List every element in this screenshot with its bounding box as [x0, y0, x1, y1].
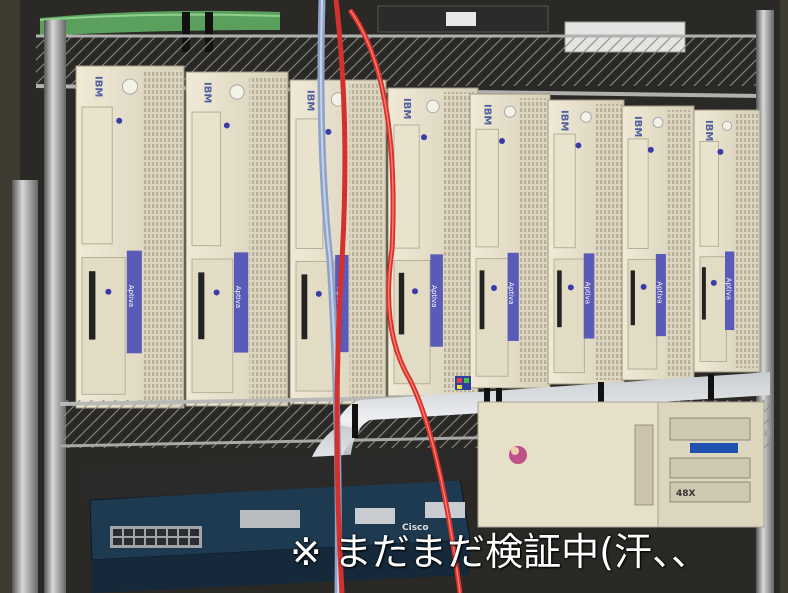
rack-pole-left-front	[12, 180, 38, 593]
ibm-logo: IBM	[304, 90, 315, 111]
red-cable	[333, 0, 348, 593]
drive-label: 48X	[676, 489, 696, 499]
switch-brand: Cisco	[402, 523, 429, 533]
model-label: Aptiva	[724, 278, 732, 300]
white-cable-bundle	[330, 372, 770, 470]
switch-port	[179, 529, 188, 536]
switch-port	[146, 529, 155, 536]
switch-port	[113, 538, 122, 545]
switch-port	[146, 538, 155, 545]
cable-tie	[708, 374, 714, 400]
switch-port	[168, 538, 177, 545]
ibm-server: IBM Aptiva	[469, 93, 551, 389]
caption-text: ※ まだまだ検証中(汗、、	[290, 530, 709, 574]
switch-port	[179, 538, 188, 545]
switch-port	[124, 529, 133, 536]
cable-tie	[598, 382, 604, 410]
switch-port	[190, 538, 199, 545]
ibm-server: IBM Aptiva	[387, 87, 479, 397]
model-label: Aptiva	[655, 281, 663, 303]
top-device-label	[446, 12, 476, 26]
model-label: Aptiva	[127, 285, 135, 307]
desktop-pc	[477, 401, 765, 528]
ibm-server: IBM Aptiva	[693, 109, 761, 373]
cable-tie	[205, 12, 213, 52]
switch-port	[157, 538, 166, 545]
ibm-logo: IBM	[559, 110, 570, 131]
model-label: Aptiva	[583, 282, 591, 304]
model-label: Aptiva	[507, 282, 515, 304]
ibm-logo: IBM	[401, 98, 412, 119]
ibm-server: IBM Aptiva	[185, 71, 289, 407]
switch-port	[190, 529, 199, 536]
ibm-server: IBM Aptiva	[75, 65, 185, 409]
ibm-logo: IBM	[632, 116, 643, 137]
ibm-servers: IBM Aptiva IBM Aptiva IBM Aptiva IBM Aptiva IBM A…	[75, 65, 761, 409]
switch-port	[135, 529, 144, 536]
switch-port	[113, 529, 122, 536]
cable-tie	[182, 12, 190, 52]
switch-port	[124, 538, 133, 545]
ibm-logo: IBM	[201, 82, 212, 103]
network-switch	[80, 448, 471, 593]
cable-tie	[352, 404, 358, 438]
model-label: Aptiva	[430, 285, 438, 307]
rack-pole-left	[44, 20, 66, 593]
ibm-server: IBM Aptiva	[547, 99, 625, 385]
ibm-logo: IBM	[92, 76, 103, 97]
ibm-logo: IBM	[703, 120, 714, 141]
switch-port	[168, 529, 177, 536]
ibm-logo: IBM	[481, 104, 492, 125]
switch-port	[135, 538, 144, 545]
model-label: Aptiva	[234, 286, 242, 308]
ibm-server: IBM Aptiva	[621, 105, 695, 381]
switch-port	[157, 529, 166, 536]
